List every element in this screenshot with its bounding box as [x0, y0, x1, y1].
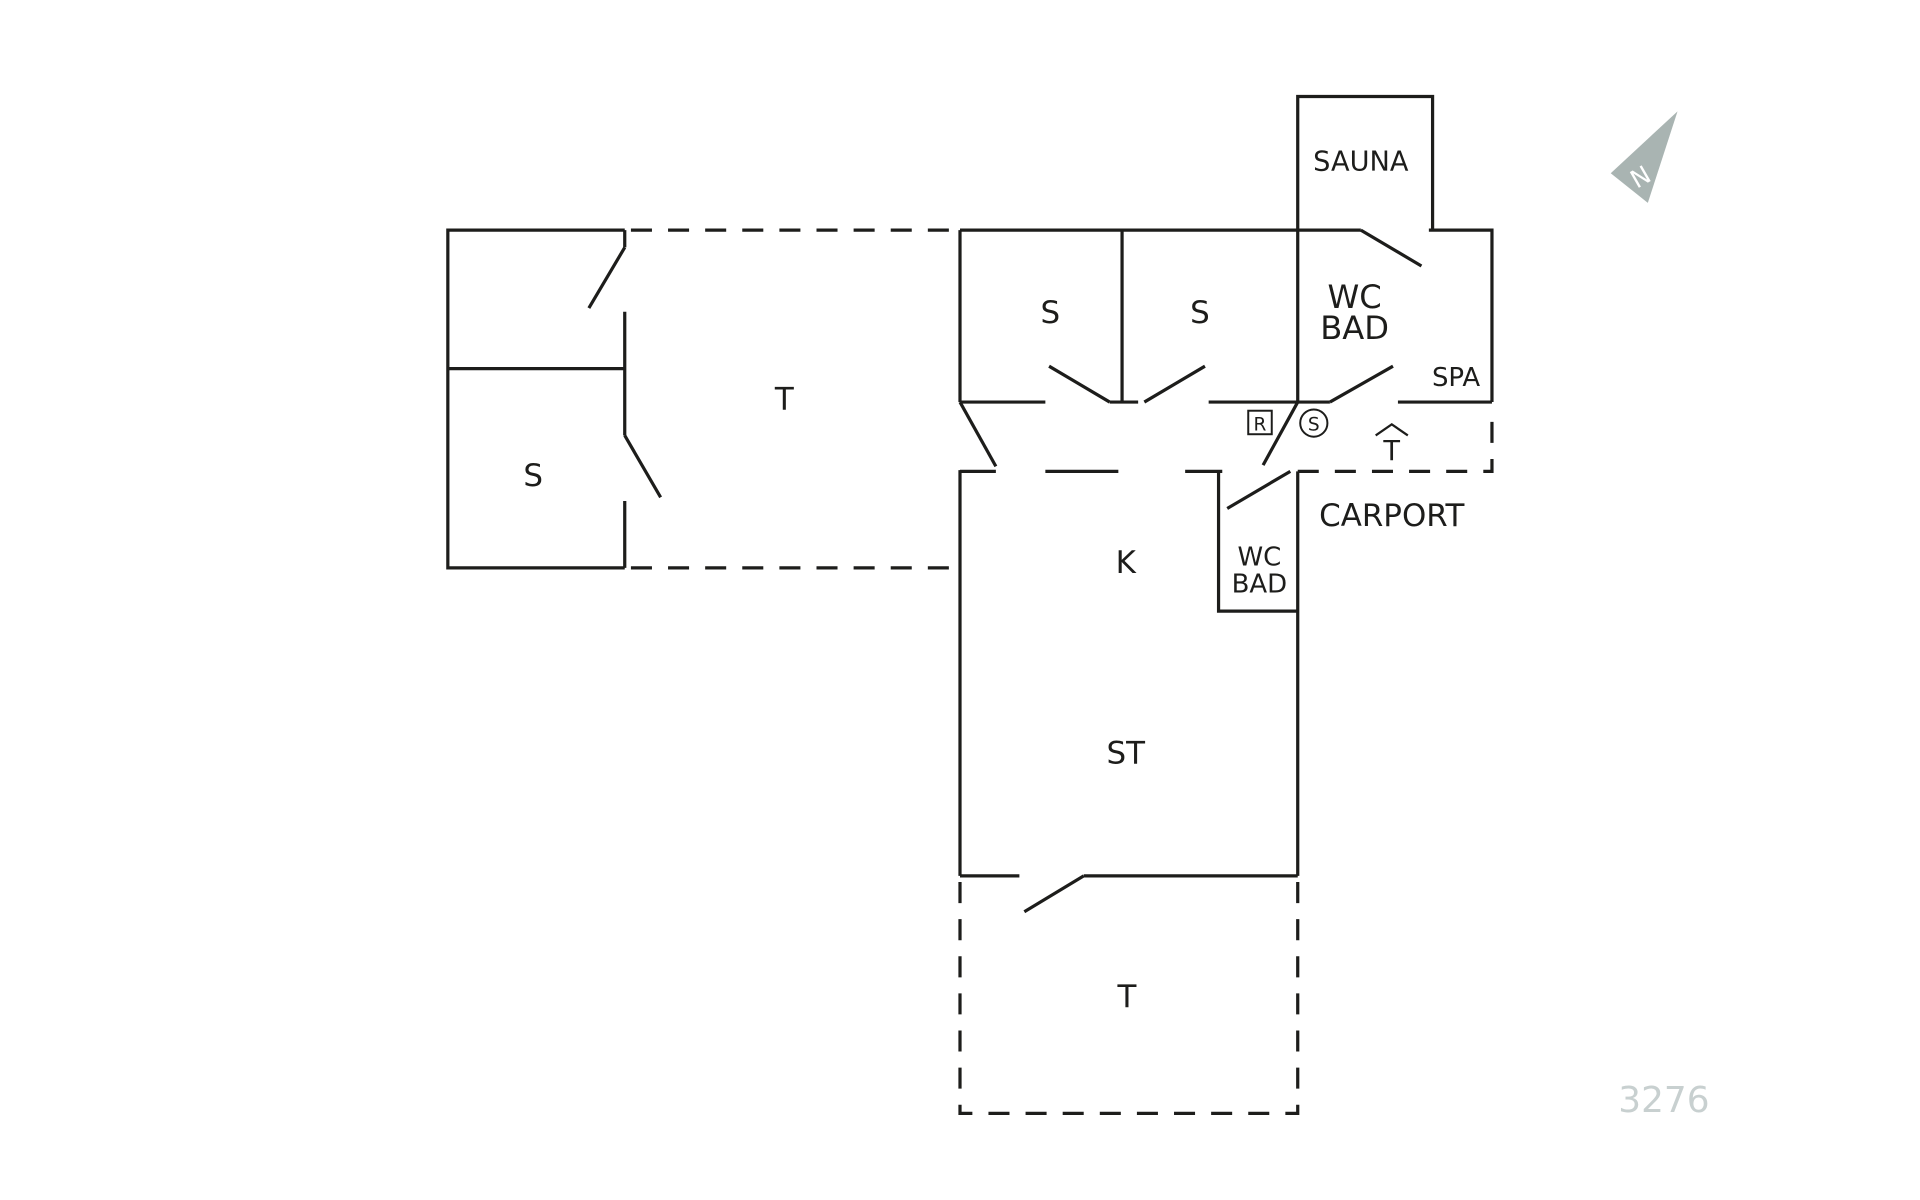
door-leaf — [1360, 228, 1423, 268]
room-label-wc: WC — [1328, 278, 1382, 316]
entrance-arrow-icon — [1375, 422, 1409, 437]
plan-number: 3276 — [1618, 1080, 1709, 1121]
room-label-bedroom: S — [1190, 295, 1210, 331]
room-label-bedroom: S — [1040, 295, 1060, 331]
room-label-bedroom: S — [523, 458, 543, 494]
room-label-terrace: T — [1117, 979, 1137, 1015]
room-label-bath: BAD — [1320, 309, 1389, 347]
room-label-kitchen: K — [1116, 545, 1137, 581]
door-leaf — [1048, 364, 1394, 466]
door-leaf — [587, 246, 663, 499]
s-symbol-label: S — [1308, 415, 1320, 436]
door-leaf — [1226, 469, 1292, 510]
compass: N — [1610, 111, 1678, 203]
walls — [446, 94, 1494, 1116]
room-label-living: ST — [1107, 735, 1146, 771]
north-arrow-icon — [1610, 111, 1678, 203]
door-leaf — [1023, 874, 1085, 914]
r-symbol-label: R — [1254, 415, 1267, 436]
room-label-wc-small: WC — [1237, 542, 1281, 572]
room-labels: S T S S WC BAD SAUNA SPA CARPORT K WC BA… — [523, 147, 1480, 1015]
room-label-sauna: SAUNA — [1313, 147, 1409, 178]
door-leaf — [958, 401, 998, 468]
room-label-spa: SPA — [1432, 363, 1480, 393]
room-label-bath-small: BAD — [1232, 570, 1288, 600]
s-circle-icon — [1299, 408, 1329, 438]
entrance-label: T — [1382, 436, 1400, 467]
symbols: R S T — [1247, 408, 1409, 467]
room-label-terrace: T — [774, 381, 794, 417]
r-box-icon — [1247, 409, 1273, 436]
room-label-carport: CARPORT — [1319, 498, 1464, 534]
